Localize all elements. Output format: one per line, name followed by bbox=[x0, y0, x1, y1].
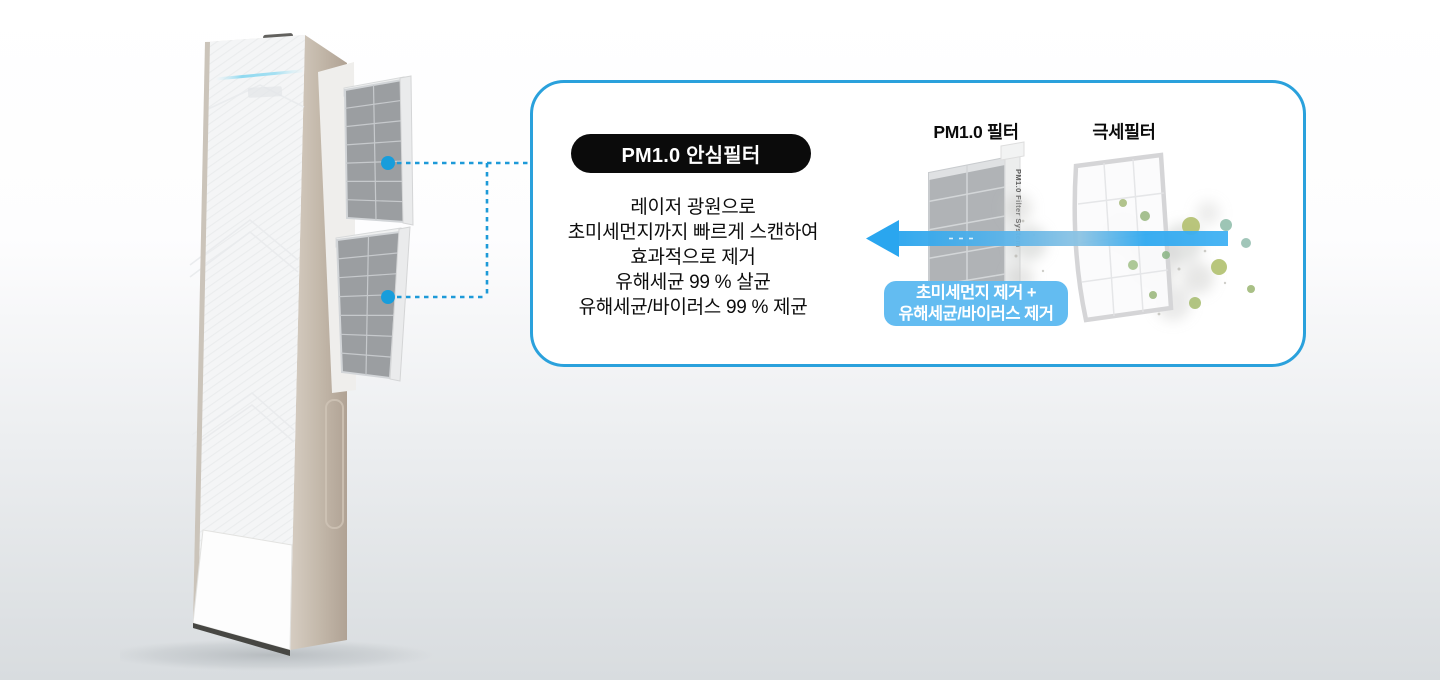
feature-title-text: PM1.0 안심필터 bbox=[621, 145, 761, 167]
feature-description: 레이저 광원으로 초미세먼지까지 빠르게 스캔하여 효과적으로 제거 유해세균 … bbox=[541, 195, 845, 320]
front-panel-chevron-pattern bbox=[189, 84, 305, 448]
upper-filter-panel bbox=[343, 75, 414, 226]
result-badge-line: 초미세먼지 제거 + bbox=[915, 283, 1037, 302]
description-line: 레이저 광원으로 bbox=[630, 197, 756, 218]
fine-filter-label: 극세필터 bbox=[1092, 122, 1156, 142]
pm10-filter-label: PM1.0 필터 bbox=[933, 122, 1019, 142]
feature-title-badge: PM1.0 안심필터 bbox=[571, 134, 811, 173]
airflow-arrow bbox=[866, 220, 1228, 257]
description-line: 유해세균/바이러스 99 % 제균 bbox=[578, 297, 808, 318]
callout-connector-lines bbox=[381, 156, 535, 304]
air-purifier-product-image bbox=[120, 33, 435, 671]
airflow-arrowhead bbox=[866, 220, 899, 257]
floor-shadow bbox=[120, 639, 435, 671]
feature-callout-box: PM1.0 안심필터 레이저 광원으로 초미세먼지까지 빠르게 스캔하여 효과적… bbox=[530, 80, 1306, 367]
led-strip bbox=[214, 69, 303, 81]
virus-particles bbox=[1119, 199, 1255, 309]
tower-front-panel bbox=[193, 35, 305, 650]
display-ghost bbox=[247, 86, 283, 98]
lower-filter-rail bbox=[389, 226, 411, 382]
connector-dot-upper bbox=[381, 156, 395, 170]
lower-filter-panel bbox=[335, 226, 411, 382]
result-badge-line: 유해세균/바이러스 제거 bbox=[898, 304, 1054, 323]
front-left-trim bbox=[193, 42, 210, 624]
filter-result-badge: 초미세먼지 제거 + 유해세균/바이러스 제거 bbox=[884, 281, 1068, 326]
description-line: 효과적으로 제거 bbox=[630, 247, 756, 268]
connector-dot-lower bbox=[381, 290, 395, 304]
base-strip bbox=[193, 623, 290, 656]
description-line: 초미세먼지까지 빠르게 스캔하여 bbox=[567, 222, 819, 243]
upper-filter-rail bbox=[399, 75, 414, 226]
side-vent bbox=[325, 399, 344, 529]
description-line: 유해세균 99 % 살균 bbox=[615, 272, 771, 293]
